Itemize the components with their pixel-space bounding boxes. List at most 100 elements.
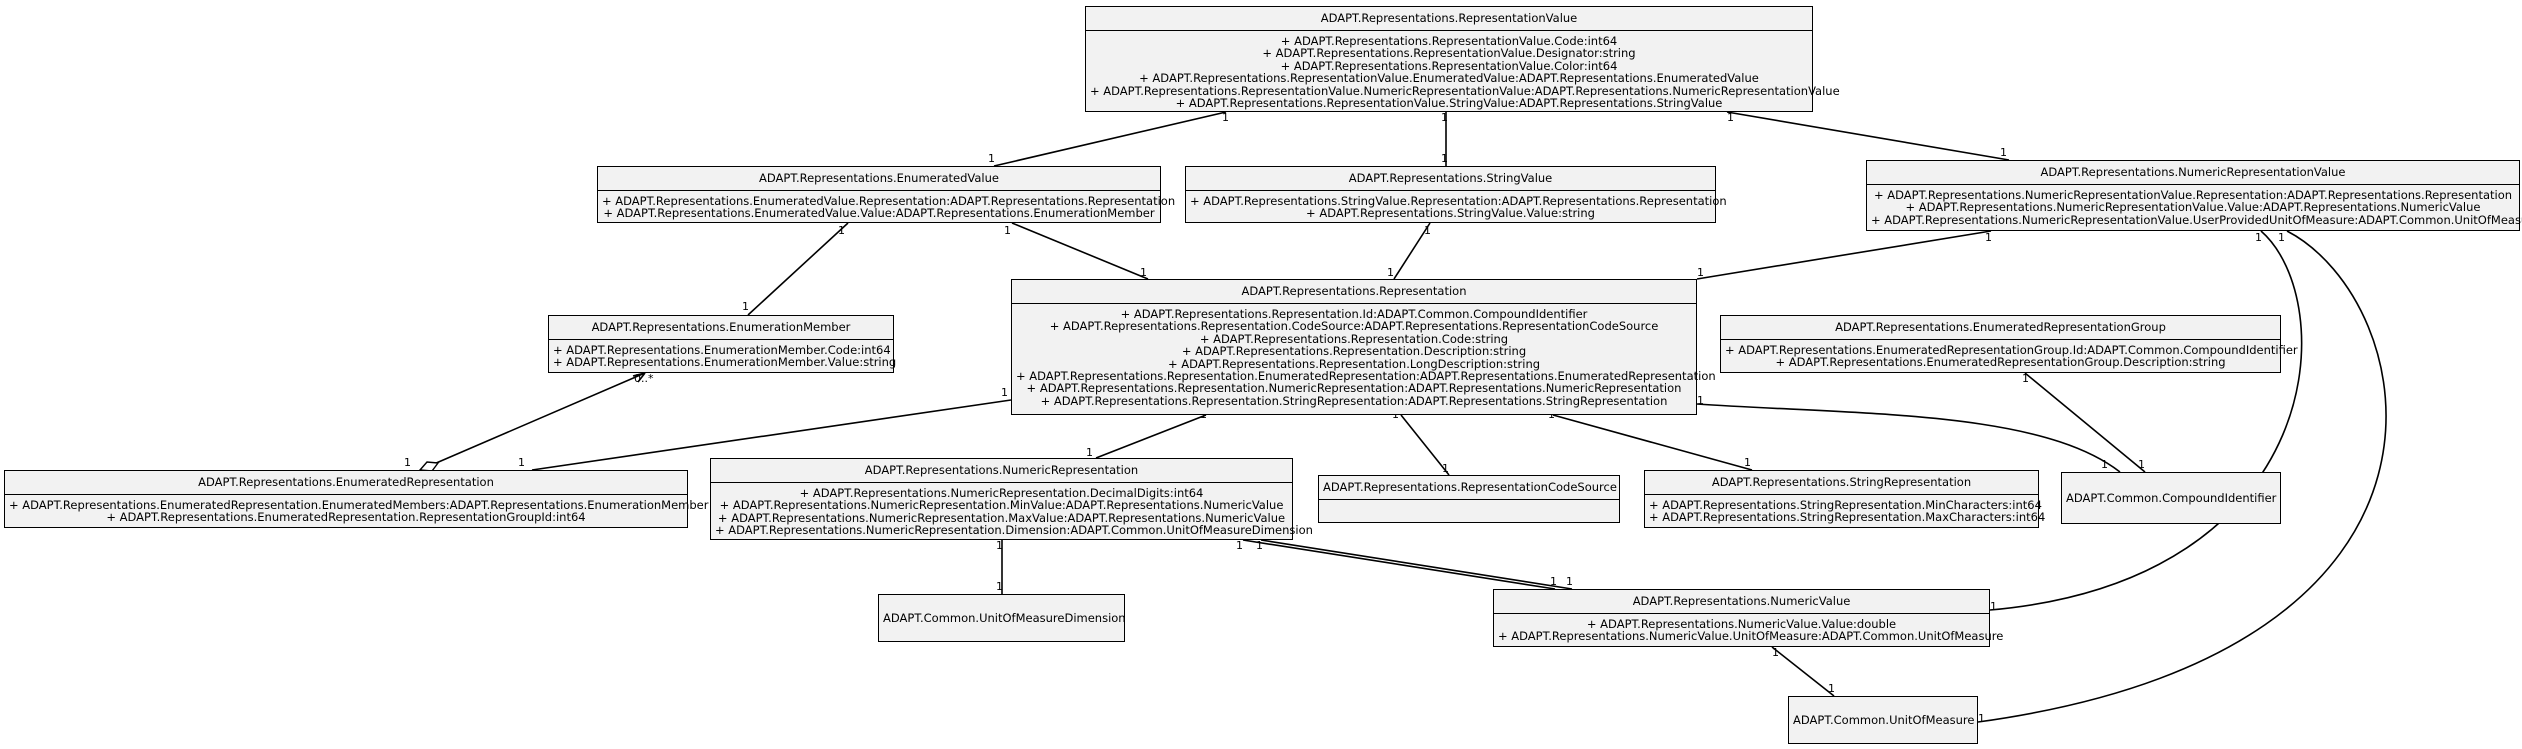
class-representation-code-source[interactable]: ADAPT.Representations.RepresentationCode… [1318, 475, 1620, 523]
attribute-line: + ADAPT.Representations.RepresentationVa… [1139, 71, 1759, 86]
multiplicity-label: 1 [1697, 266, 1704, 279]
class-name: ADAPT.Common.CompoundIdentifier [2066, 490, 2277, 505]
multiplicity-label: 1 [1222, 111, 1229, 124]
class-enumerated-value[interactable]: ADAPT.Representations.EnumeratedValue + A… [597, 166, 1176, 224]
multiplicity-label: 1 [1727, 111, 1734, 124]
attribute-line: + ADAPT.Representations.EnumeratedRepres… [9, 498, 709, 512]
class-name: ADAPT.Representations.NumericValue [1494, 590, 1989, 614]
multiplicity-label: 1 [1550, 575, 1557, 588]
association-line [1095, 414, 1207, 459]
attribute-line: + ADAPT.Representations.EnumerationMembe… [553, 343, 891, 357]
attribute-line: + ADAPT.Representations.Representation.I… [1120, 307, 1588, 321]
attribute-line: + ADAPT.Representations.StringRepresenta… [1649, 498, 2042, 512]
multiplicity-label: 1 [1441, 152, 1448, 165]
association-line [1260, 539, 1573, 590]
multiplicity-label: 1 [1697, 394, 1704, 407]
attribute-line: + ADAPT.Representations.StringValue.Repr… [1190, 194, 1727, 208]
multiplicity-label: 1 [1387, 266, 1394, 279]
multiplicity-label: 1 [838, 224, 845, 237]
class-string-value[interactable]: ADAPT.Representations.StringValue + ADAPT… [1185, 166, 1727, 224]
class-enumerated-representation-group[interactable]: ADAPT.Representations.EnumeratedRepresen… [1720, 315, 2298, 373]
class-name: ADAPT.Representations.EnumerationMember [549, 316, 893, 340]
association-line [1552, 414, 1753, 471]
attribute-line: + ADAPT.Representations.Representation.L… [1167, 356, 1541, 371]
attribute-line: + ADAPT.Representations.EnumeratedValue.… [602, 194, 1176, 208]
class-numeric-representation-value[interactable]: ADAPT.Representations.NumericRepresentat… [1866, 160, 2522, 231]
class-representation[interactable]: ADAPT.Representations.Representation+ AD… [1011, 279, 1716, 415]
multiplicity-label: 1 [988, 152, 995, 165]
class-name: ADAPT.Representations.RepresentationCode… [1319, 476, 1619, 500]
multiplicity-label: 1 [1990, 600, 1997, 613]
class-attributes: + ADAPT.Representations.RepresentationVa… [1086, 31, 1840, 113]
multiplicity-label: 1 [2255, 231, 2262, 244]
arrowhead [632, 372, 646, 383]
multiplicity-label: 1 [2138, 458, 2145, 471]
multiplicity-label: 1 [1004, 224, 1011, 237]
class-attributes: + ADAPT.Representations.EnumeratedValue.… [598, 191, 1176, 224]
class-attributes: + ADAPT.Representations.NumericValue.Val… [1494, 614, 2004, 647]
multiplicity-label: 1 [742, 300, 749, 313]
class-name: ADAPT.Representations.EnumeratedValue [598, 167, 1160, 191]
multiplicity-label: 1 [2278, 231, 2285, 244]
class-numeric-value[interactable]: ADAPT.Representations.NumericValue+ ADAP… [1493, 589, 2004, 647]
class-name: ADAPT.Representations.NumericRepresentat… [1867, 161, 2519, 185]
multiplicity-label: 1 [1086, 446, 1093, 459]
attribute-line: + ADAPT.Representations.NumericRepresent… [1871, 212, 2522, 227]
attribute-line: + ADAPT.Representations.NumericRepresent… [715, 523, 1313, 538]
class-name: ADAPT.Representations.RepresentationValu… [1086, 7, 1812, 31]
attribute-line: + ADAPT.Representations.NumericRepresent… [799, 486, 1204, 500]
multiplicity-label: 1 [404, 456, 411, 469]
attribute-line: + ADAPT.Representations.Representation.C… [1199, 331, 1509, 346]
multiplicity-label: 1 [1001, 386, 1008, 399]
association-line [1726, 111, 2010, 161]
class-attributes: + ADAPT.Representations.StringRepresenta… [1645, 495, 2046, 528]
class-unit-of-measure-dimension[interactable]: ADAPT.Common.UnitOfMeasureDimension [878, 594, 1126, 642]
association-line [1977, 230, 2387, 723]
multiplicity-label: 1 [2000, 146, 2007, 159]
class-attributes: + ADAPT.Representations.EnumeratedRepres… [1721, 340, 2298, 373]
class-enumeration-member[interactable]: ADAPT.Representations.EnumerationMember +… [548, 315, 896, 373]
attribute-line: + ADAPT.Representations.RepresentationVa… [1262, 46, 1636, 61]
class-enumerated-representation[interactable]: ADAPT.Representations.EnumeratedRepresen… [4, 470, 709, 528]
class-compound-identifier[interactable]: ADAPT.Common.CompoundIdentifier [2061, 472, 2281, 524]
multiplicity-label: 1 [1566, 575, 1573, 588]
multiplicity-label: 1 [996, 580, 1003, 593]
multiplicity-label: 1 [1744, 456, 1751, 469]
attribute-line: + ADAPT.Representations.NumericValue.Uni… [1498, 629, 2004, 644]
attribute-line: + ADAPT.Representations.StringRepresenta… [1649, 510, 2046, 525]
attribute-line: + ADAPT.Representations.RepresentationVa… [1090, 83, 1840, 98]
multiplicity-label: 1 [996, 539, 1003, 552]
multiplicity-label: 1 [1256, 539, 1263, 552]
attribute-line: + ADAPT.Representations.StringValue.Valu… [1306, 206, 1595, 221]
multiplicity-label: 1 [518, 456, 525, 469]
class-representation-value[interactable]: ADAPT.Representations.RepresentationValu… [1085, 6, 1840, 113]
attribute-line: + ADAPT.Representations.Representation.C… [1049, 319, 1659, 334]
multiplicity-label: 0..* [634, 372, 654, 385]
multiplicity-label: 1 [2022, 372, 2029, 385]
multiplicity-label: 1 [1236, 539, 1243, 552]
class-unit-of-measure[interactable]: ADAPT.Common.UnitOfMeasure [1788, 696, 1978, 744]
multiplicity-label: 1 [1441, 111, 1448, 124]
attribute-line: + ADAPT.Representations.Representation.N… [1026, 381, 1682, 396]
multiplicity-label: 1 [1140, 266, 1147, 279]
attribute-line: + ADAPT.Representations.Representation.D… [1181, 344, 1527, 359]
attribute-line: + ADAPT.Representations.EnumeratedRepres… [106, 510, 586, 525]
class-numeric-representation[interactable]: ADAPT.Representations.NumericRepresentat… [710, 458, 1313, 540]
attribute-line: + ADAPT.Representations.RepresentationVa… [1280, 34, 1618, 48]
attribute-line: + ADAPT.Representations.Representation.E… [1016, 369, 1716, 384]
attribute-line: + ADAPT.Representations.EnumeratedValue.… [603, 206, 1155, 221]
class-name: ADAPT.Representations.StringValue [1186, 167, 1715, 191]
association-line [993, 111, 1227, 167]
class-string-representation[interactable]: ADAPT.Representations.StringRepresentati… [1644, 470, 2046, 528]
class-name: ADAPT.Representations.NumericRepresentat… [711, 459, 1292, 483]
class-name: ADAPT.Representations.EnumeratedRepresen… [1721, 316, 2280, 340]
class-attributes: + ADAPT.Representations.StringValue.Repr… [1186, 191, 1727, 224]
attribute-line: + ADAPT.Representations.NumericRepresent… [1873, 188, 2513, 202]
multiplicity-label: 1 [1978, 712, 1985, 725]
association-line [1989, 230, 2303, 611]
class-name: ADAPT.Representations.StringRepresentati… [1645, 471, 2038, 495]
multiplicity-label: 1 [2101, 458, 2108, 471]
association-line [1011, 222, 1149, 280]
